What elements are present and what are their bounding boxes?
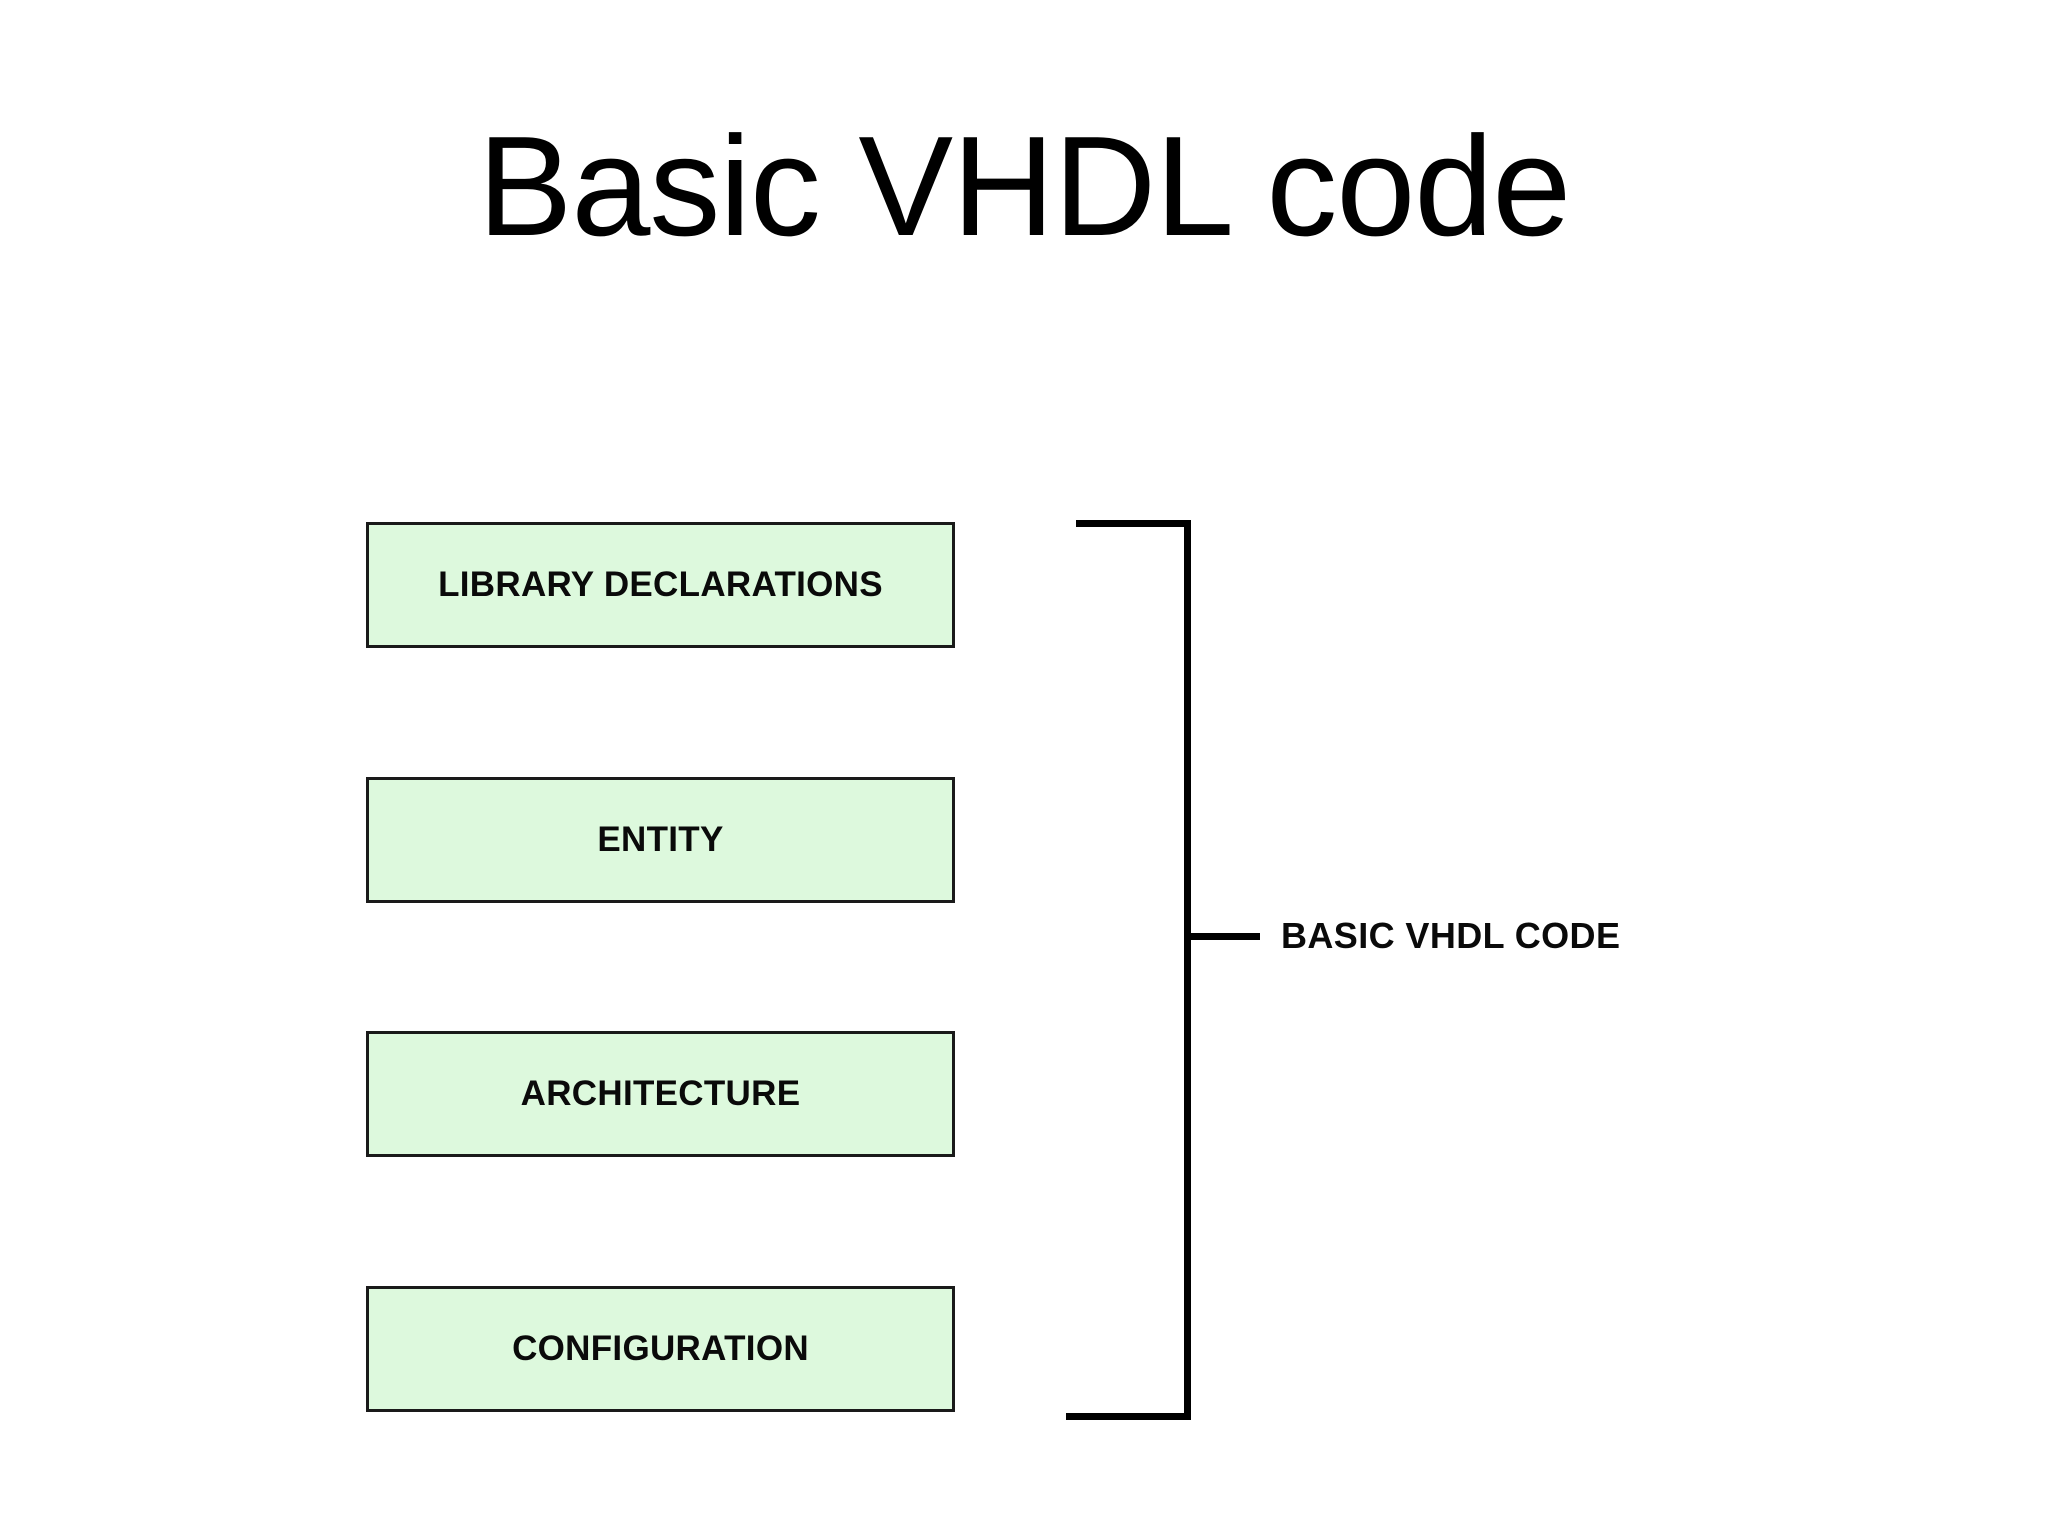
block-label: LIBRARY DECLARATIONS [438,565,883,604]
bracket-leader-line [1190,933,1260,940]
bracket-bottom-arm [1066,1413,1191,1420]
bracket-top-arm [1076,520,1191,527]
block-entity[interactable]: ENTITY [366,777,955,903]
bracket-caption: BASIC VHDL CODE [1281,915,1621,956]
grouping-bracket [1066,520,1196,1420]
block-label: CONFIGURATION [512,1329,809,1368]
block-configuration[interactable]: CONFIGURATION [366,1286,955,1412]
block-label: ENTITY [597,820,724,859]
bracket-spine [1184,520,1191,1420]
page-title: Basic VHDL code [477,107,1572,266]
block-library-declarations[interactable]: LIBRARY DECLARATIONS [366,522,955,648]
block-label: ARCHITECTURE [520,1074,801,1113]
block-architecture[interactable]: ARCHITECTURE [366,1031,955,1157]
